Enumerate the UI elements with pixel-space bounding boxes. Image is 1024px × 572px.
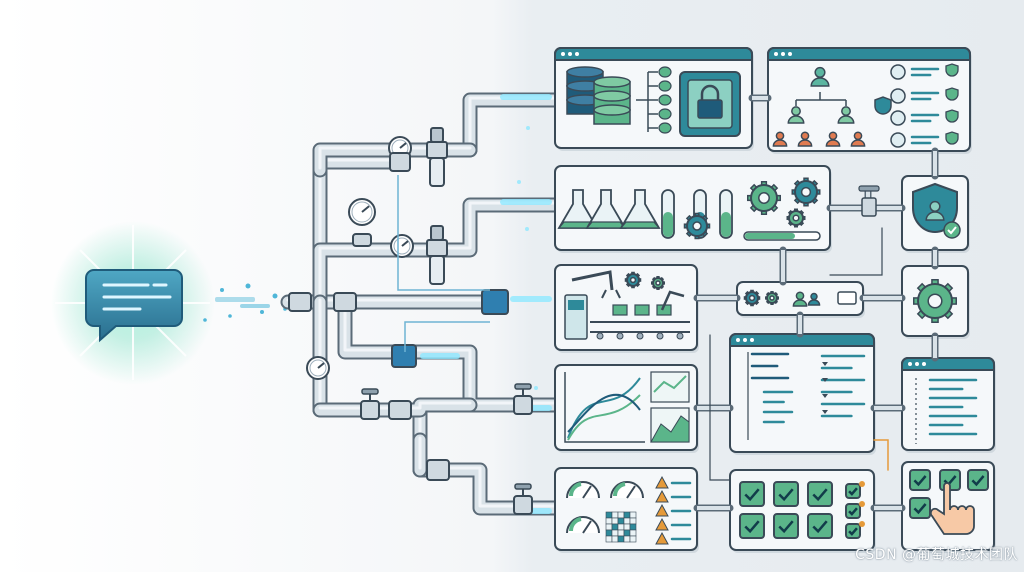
valve-icon <box>513 383 533 415</box>
user-list-icon <box>890 63 959 148</box>
filter-regulator-icon <box>426 127 448 187</box>
pipe-fittings <box>288 127 533 515</box>
user-icon <box>772 131 788 147</box>
gear-icon <box>913 279 957 323</box>
gear-icon <box>651 276 665 290</box>
gauge-icon <box>566 516 600 534</box>
process-panels <box>554 47 996 553</box>
security-panel <box>901 175 970 253</box>
database-icon <box>566 66 631 125</box>
connector <box>709 334 731 481</box>
valve-icon <box>360 388 380 420</box>
data-tree-icon <box>636 66 672 134</box>
sort-list-panel <box>901 357 996 453</box>
pipe-shine <box>343 298 557 405</box>
data-grid-icon <box>605 511 637 543</box>
pipe-coupler <box>288 292 312 312</box>
robot-factory-panel <box>554 264 699 353</box>
gear-icon <box>765 291 779 305</box>
pipe-coupler <box>352 233 372 247</box>
gear-icon <box>683 212 711 240</box>
chat-bubble-icon <box>85 269 183 343</box>
pipe-coupler <box>391 344 417 368</box>
user-icon <box>925 200 945 221</box>
user-icon <box>807 292 821 306</box>
user-icon <box>850 131 866 147</box>
user-icon <box>810 66 830 87</box>
gear-icon <box>743 289 761 307</box>
pressure-gauge-icon <box>306 356 330 380</box>
selection-panel <box>901 461 996 553</box>
pipe-coupler <box>426 459 450 481</box>
sort-list-icon <box>915 378 978 444</box>
org-chart-panel <box>767 47 972 154</box>
pipe-coupler <box>333 292 357 312</box>
watermark: CSDN @葡萄城技术团队 <box>855 547 1018 563</box>
chat-source <box>51 221 215 385</box>
pipe-flow-highlights <box>420 94 552 514</box>
gear-icon <box>747 181 781 215</box>
shield-user-icon <box>912 182 961 239</box>
connector <box>873 439 889 471</box>
warning-list-icon <box>655 475 692 545</box>
pointer-hand-icon <box>929 482 975 535</box>
valve-icon <box>513 483 533 515</box>
user-icon <box>787 106 805 124</box>
org-chart-icon <box>772 66 892 147</box>
checkbox-icon <box>909 469 989 519</box>
pipe-shine <box>318 158 392 302</box>
monitoring-panel <box>554 467 699 553</box>
user-icon <box>792 291 808 307</box>
user-icon <box>837 106 855 124</box>
robot-arm-icon <box>564 270 690 340</box>
lock-safe-icon <box>679 71 741 137</box>
panel-connectors <box>693 94 939 512</box>
pipe-network <box>280 92 563 516</box>
pipe-coupler <box>481 289 509 315</box>
pipe-coupler <box>388 400 412 420</box>
checklist-panel <box>729 469 876 553</box>
shield-icon <box>874 96 892 115</box>
pipe-coupler <box>389 152 411 172</box>
flow-tools-panel <box>736 281 865 318</box>
pressure-gauge-icon <box>348 198 376 226</box>
line-chart-icon <box>564 371 690 443</box>
progress-bar <box>743 231 821 241</box>
settings-panel <box>901 265 970 339</box>
database-panel <box>554 47 754 151</box>
filter-regulator-icon <box>426 225 448 285</box>
pipe-outline <box>312 154 398 310</box>
pipe-shine <box>318 201 557 302</box>
user-icon <box>797 131 813 147</box>
connector <box>829 227 883 276</box>
chart-panel <box>554 364 699 453</box>
signal-wire <box>397 175 490 291</box>
lab-panel <box>554 165 832 253</box>
gear-icon <box>791 177 821 207</box>
filter-tree-panel <box>729 333 876 455</box>
valve-handle <box>858 185 880 192</box>
monitor-icon <box>837 291 857 305</box>
tree-list-icon <box>747 352 866 440</box>
gear-icon <box>624 271 642 289</box>
data-stream <box>203 283 287 322</box>
pipe-body <box>314 156 396 308</box>
pressure-gauge-icon <box>390 234 414 258</box>
checkbox-icon <box>739 481 865 539</box>
signal-wire <box>404 321 490 352</box>
valve-icon <box>861 197 877 217</box>
gauge-icon <box>566 481 600 499</box>
gear-icon <box>786 208 806 228</box>
user-icon <box>825 131 841 147</box>
gauge-icon <box>610 481 644 499</box>
